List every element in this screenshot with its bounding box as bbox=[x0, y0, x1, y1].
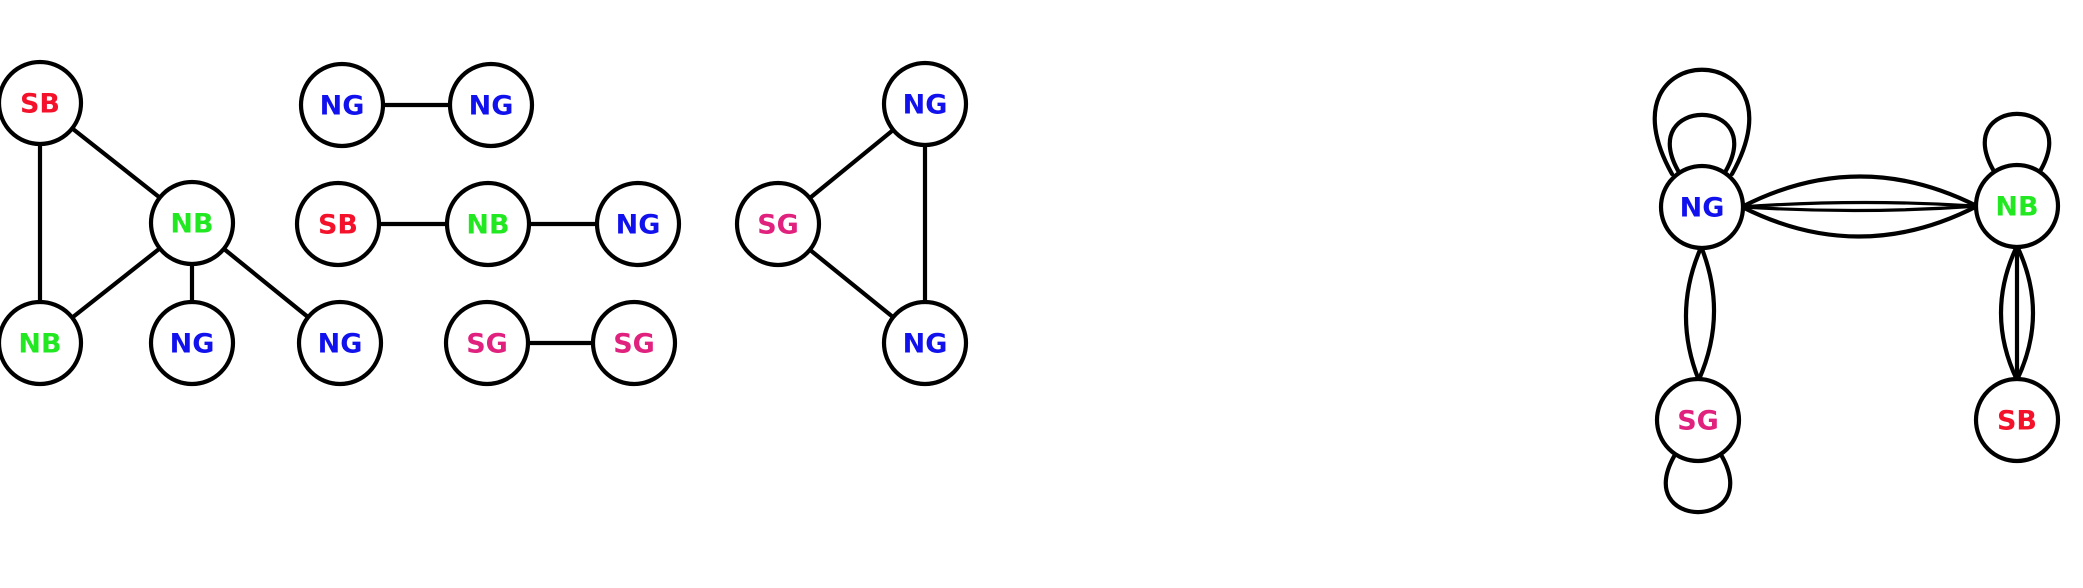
node-label-NG: NG bbox=[616, 210, 661, 241]
graph-1-edges bbox=[37, 125, 312, 321]
node-label-NG: NG bbox=[903, 329, 948, 360]
node-circle-SB[interactable] bbox=[294, 180, 382, 268]
node-label-SG: SG bbox=[466, 329, 508, 360]
node-circle-NB[interactable] bbox=[444, 180, 532, 268]
node-circle-NG[interactable] bbox=[881, 299, 969, 387]
edge-NG-SG bbox=[806, 127, 897, 201]
self-loop-NG bbox=[1667, 112, 1737, 177]
graph-node-SB[interactable]: SB bbox=[0, 59, 84, 147]
node-circle-NG[interactable] bbox=[447, 61, 535, 149]
node-label-NB: NB bbox=[170, 209, 213, 240]
graph-2-edges bbox=[375, 102, 601, 346]
node-label-NG: NG bbox=[469, 91, 514, 122]
graph-node-SG[interactable]: SG bbox=[590, 299, 678, 387]
self-loop-NG bbox=[1652, 67, 1752, 177]
graph-2-nodes: NG NG SB NB NG SG SG bbox=[294, 61, 682, 387]
nodes-layer: SB NB NB NG NG NG NG SB NB NG SG SG NG SG NG NG NB SG SB bbox=[0, 59, 2061, 464]
graph-3-nodes: NG SG NG bbox=[734, 60, 969, 387]
graph-node-NB[interactable]: NB bbox=[1973, 162, 2061, 250]
node-label-NG: NG bbox=[170, 329, 215, 360]
graph-4-nodes: NG NB SG SB bbox=[1654, 162, 2061, 464]
graph-node-NB[interactable]: NB bbox=[148, 179, 236, 267]
graph-node-NG[interactable]: NG bbox=[296, 299, 384, 387]
graph-node-SG[interactable]: SG bbox=[1654, 376, 1742, 464]
node-label-NG: NG bbox=[318, 329, 363, 360]
node-circle-NB[interactable] bbox=[0, 299, 84, 387]
graph-node-NG[interactable]: NG bbox=[1658, 163, 1746, 251]
edge-NB-SB bbox=[2014, 243, 2036, 383]
self-loop-SG bbox=[1663, 450, 1733, 515]
graph-node-NG[interactable]: NG bbox=[881, 60, 969, 148]
edge-NG-NB bbox=[1740, 204, 1979, 213]
node-label-SB: SB bbox=[20, 89, 60, 120]
graph-node-NG[interactable]: NG bbox=[148, 299, 236, 387]
edge-SB-NB bbox=[69, 125, 163, 201]
node-circle-NG[interactable] bbox=[881, 60, 969, 148]
node-circle-NG[interactable] bbox=[298, 61, 386, 149]
node-circle-NG[interactable] bbox=[594, 180, 682, 268]
node-label-SG: SG bbox=[757, 210, 799, 241]
graph-node-SB[interactable]: SB bbox=[294, 180, 382, 268]
edge-NB-NB bbox=[69, 245, 163, 321]
edge-NG-SG bbox=[1683, 244, 1704, 383]
node-circle-SB[interactable] bbox=[0, 59, 84, 147]
node-label-NB: NB bbox=[18, 329, 61, 360]
graph-node-NG[interactable]: NG bbox=[447, 61, 535, 149]
graph-3-edges bbox=[806, 127, 928, 320]
graph-node-NB[interactable]: NB bbox=[0, 299, 84, 387]
edge-NG-NB bbox=[1739, 174, 1980, 209]
node-circle-NG[interactable] bbox=[148, 299, 236, 387]
graph-4-edges bbox=[1652, 67, 2052, 515]
node-circle-NB[interactable] bbox=[148, 179, 236, 267]
node-label-NB: NB bbox=[466, 210, 509, 241]
graph-node-SG[interactable]: SG bbox=[734, 180, 822, 268]
edge-NB-SB bbox=[1998, 243, 2020, 383]
node-circle-NG[interactable] bbox=[296, 299, 384, 387]
node-circle-NG[interactable] bbox=[1658, 163, 1746, 251]
node-label-NG: NG bbox=[320, 91, 365, 122]
node-circle-SG[interactable] bbox=[590, 299, 678, 387]
node-circle-NB[interactable] bbox=[1973, 162, 2061, 250]
edge-SG-NG bbox=[806, 247, 897, 320]
edge-NB-NG bbox=[220, 246, 312, 320]
edge-NG-NB bbox=[1739, 204, 1980, 239]
node-label-SG: SG bbox=[1677, 406, 1719, 437]
graph-1-nodes: SB NB NB NG NG bbox=[0, 59, 384, 387]
node-circle-SG[interactable] bbox=[1654, 376, 1742, 464]
self-loop-NB bbox=[1982, 111, 2052, 176]
graph-node-SB[interactable]: SB bbox=[1973, 376, 2061, 464]
node-label-NB: NB bbox=[1995, 192, 2038, 223]
edge-NG-NB bbox=[1740, 200, 1979, 209]
node-label-SG: SG bbox=[613, 329, 655, 360]
node-circle-SG[interactable] bbox=[734, 180, 822, 268]
graph-node-NB[interactable]: NB bbox=[444, 180, 532, 268]
node-label-SB: SB bbox=[318, 210, 358, 241]
edge-NG-SG bbox=[1696, 244, 1717, 383]
node-circle-SB[interactable] bbox=[1973, 376, 2061, 464]
node-label-NG: NG bbox=[1680, 193, 1725, 224]
graph-node-NG[interactable]: NG bbox=[594, 180, 682, 268]
edges-layer bbox=[37, 67, 2052, 515]
graph-node-NG[interactable]: NG bbox=[298, 61, 386, 149]
graph-node-SG[interactable]: SG bbox=[443, 299, 531, 387]
node-circle-SG[interactable] bbox=[443, 299, 531, 387]
node-label-SB: SB bbox=[1997, 406, 2037, 437]
node-label-NG: NG bbox=[903, 90, 948, 121]
graph-node-NG[interactable]: NG bbox=[881, 299, 969, 387]
